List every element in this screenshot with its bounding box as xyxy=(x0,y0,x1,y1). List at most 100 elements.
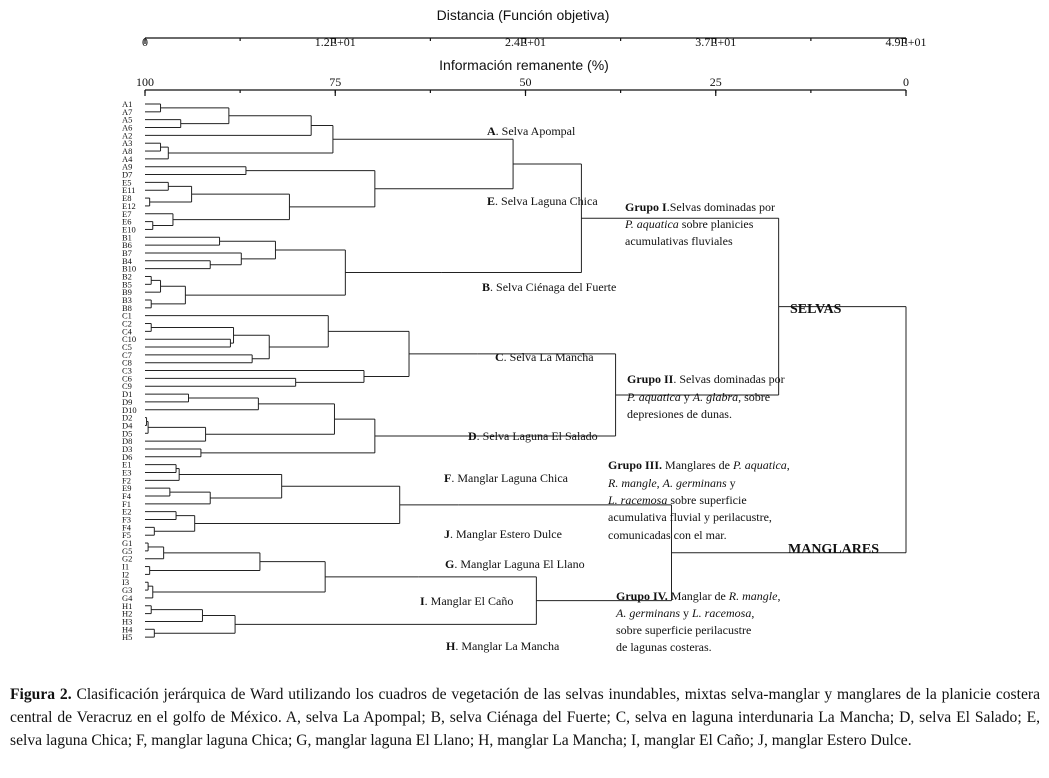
axes: Distancia (Función objetiva) Información … xyxy=(136,7,927,96)
dendrogram-chart: Distancia (Función objetiva) Información … xyxy=(122,7,927,654)
label-cluster-c: C. Selva La Mancha xyxy=(495,350,594,364)
leaf-label-i3: I3 xyxy=(122,577,129,587)
leaf-label-e2: E2 xyxy=(122,507,131,517)
leaf-label-e7: E7 xyxy=(122,209,131,219)
selvas-label: SELVAS xyxy=(790,302,842,317)
leaf-label-c6: C6 xyxy=(122,373,132,383)
leaf-label-e12: E12 xyxy=(122,201,136,211)
leaf-label-d7: D7 xyxy=(122,170,132,180)
label-cluster-g: G. Manglar Laguna El Llano xyxy=(445,557,585,571)
figure-caption: Figura 2. Clasificación jerárquica de Wa… xyxy=(10,683,1040,752)
leaf-label-a6: A6 xyxy=(122,123,132,133)
leaf-label-a2: A2 xyxy=(122,130,132,140)
leaf-label-c4: C4 xyxy=(122,326,133,336)
grupo-iv-label: Grupo IV. Manglar de R. mangle, A. germi… xyxy=(615,589,783,654)
leaf-label-c9: C9 xyxy=(122,381,132,391)
leaf-label-e9: E9 xyxy=(122,483,131,493)
label-cluster-h: H. Manglar La Mancha xyxy=(446,639,560,653)
leaf-label-c5: C5 xyxy=(122,342,132,352)
grupo-ii-label: Grupo II. Selvas dominadas por P. aquati… xyxy=(626,372,788,421)
label-cluster-i: I. Manglar El Caño xyxy=(420,594,513,608)
bottom-tick-label: 0 xyxy=(903,75,909,89)
leaf-label-c1: C1 xyxy=(122,311,132,321)
leaf-label-a9: A9 xyxy=(122,162,132,172)
caption-label: Figura 2. xyxy=(10,686,72,703)
bottom-tick-label: 75 xyxy=(329,75,341,89)
top-tick-label: 0 xyxy=(142,35,148,49)
leaf-label-b5: B5 xyxy=(122,279,132,289)
leaf-label-d8: D8 xyxy=(122,436,132,446)
leaf-label-a4: A4 xyxy=(122,154,133,164)
leaf-label-c8: C8 xyxy=(122,358,132,368)
leaf-label-e6: E6 xyxy=(122,217,131,227)
leaf-label-f4: F4 xyxy=(122,491,132,501)
leaf-label-a3: A3 xyxy=(122,138,132,148)
leaf-label-b4: B4 xyxy=(122,256,133,266)
label-cluster-j: J. Manglar Estero Dulce xyxy=(444,527,562,541)
top-axis-title: Distancia (Función objetiva) xyxy=(437,7,610,23)
caption-text: Clasificación jerárquica de Ward utiliza… xyxy=(10,686,1040,749)
leaf-label-e5: E5 xyxy=(122,177,131,187)
leaf-label-a8: A8 xyxy=(122,146,132,156)
leaf-label-h3: H3 xyxy=(122,616,132,626)
leaf-label-b7: B7 xyxy=(122,248,132,258)
leaf-label-h2: H2 xyxy=(122,609,132,619)
leaf-label-g3: G3 xyxy=(122,585,132,595)
leaf-label-c10: C10 xyxy=(122,334,136,344)
leaf-label-c2: C2 xyxy=(122,319,132,329)
leaf-label-b2: B2 xyxy=(122,271,132,281)
top-tick-label: 4.9E+01 xyxy=(885,35,926,49)
manglares-label: MANGLARES xyxy=(788,542,879,557)
leaf-label-f3: F3 xyxy=(122,515,131,525)
leaf-label-f4: F4 xyxy=(122,522,132,532)
leaf-label-h4: H4 xyxy=(122,624,133,634)
leaf-label-d5: D5 xyxy=(122,428,132,438)
label-cluster-d: D. Selva Laguna El Salado xyxy=(468,429,598,443)
leaf-label-d1: D1 xyxy=(122,389,132,399)
leaf-label-b10: B10 xyxy=(122,264,136,274)
leaf-label-b3: B3 xyxy=(122,295,132,305)
leaf-label-c7: C7 xyxy=(122,350,132,360)
leaf-label-a5: A5 xyxy=(122,115,132,125)
leaf-label-d4: D4 xyxy=(122,420,133,430)
leaf-label-b9: B9 xyxy=(122,287,132,297)
label-cluster-a: A. Selva Apompal xyxy=(487,124,576,138)
label-cluster-f: F. Manglar Laguna Chica xyxy=(444,471,569,485)
top-tick-label: 3.7E+01 xyxy=(695,35,736,49)
leaf-label-d10: D10 xyxy=(122,405,137,415)
grupo-iii-label: Grupo III. Manglares de P. aquatica, R. … xyxy=(607,458,793,542)
leaf-label-f5: F5 xyxy=(122,530,131,540)
leaf-label-i2: I2 xyxy=(122,569,129,579)
leaf-label-h5: H5 xyxy=(122,632,132,642)
leaf-label-e11: E11 xyxy=(122,185,135,195)
bottom-tick-label: 100 xyxy=(136,75,154,89)
top-tick-label: 1.2E+01 xyxy=(315,35,356,49)
bottom-axis-title: Información remanente (%) xyxy=(439,57,609,73)
leaf-label-d9: D9 xyxy=(122,397,132,407)
leaf-label-b1: B1 xyxy=(122,232,132,242)
leaf-label-g5: G5 xyxy=(122,546,132,556)
leaf-label-g2: G2 xyxy=(122,554,132,564)
leaf-label-g4: G4 xyxy=(122,593,133,603)
leaf-label-d6: D6 xyxy=(122,452,132,462)
leaf-label-e8: E8 xyxy=(122,193,131,203)
dendrogram-links xyxy=(145,103,907,638)
leaf-label-f1: F1 xyxy=(122,499,131,509)
leaf-label-f2: F2 xyxy=(122,475,131,485)
leaf-label-c3: C3 xyxy=(122,366,132,376)
leaf-label-a1: A1 xyxy=(122,99,132,109)
leaf-label-e3: E3 xyxy=(122,467,131,477)
leaf-label-b8: B8 xyxy=(122,303,132,313)
leaf-label-e1: E1 xyxy=(122,460,131,470)
label-cluster-e: E. Selva Laguna Chica xyxy=(487,194,598,208)
bottom-tick-label: 50 xyxy=(520,75,532,89)
leaf-label-a7: A7 xyxy=(122,107,132,117)
leaf-label-d3: D3 xyxy=(122,444,132,454)
top-tick-label: 2.4E+01 xyxy=(505,35,546,49)
grupo-i-label: Grupo I.Selvas dominadas por P. aquatica… xyxy=(624,200,778,248)
leaf-label-h1: H1 xyxy=(122,601,132,611)
leaf-label-e10: E10 xyxy=(122,224,136,234)
leaf-label-g1: G1 xyxy=(122,538,132,548)
leaf-labels: A1A7A5A6A2A3A8A4A9D7E5E11E8E12E7E6E10B1B… xyxy=(122,99,137,642)
leaf-label-d2: D2 xyxy=(122,413,132,423)
